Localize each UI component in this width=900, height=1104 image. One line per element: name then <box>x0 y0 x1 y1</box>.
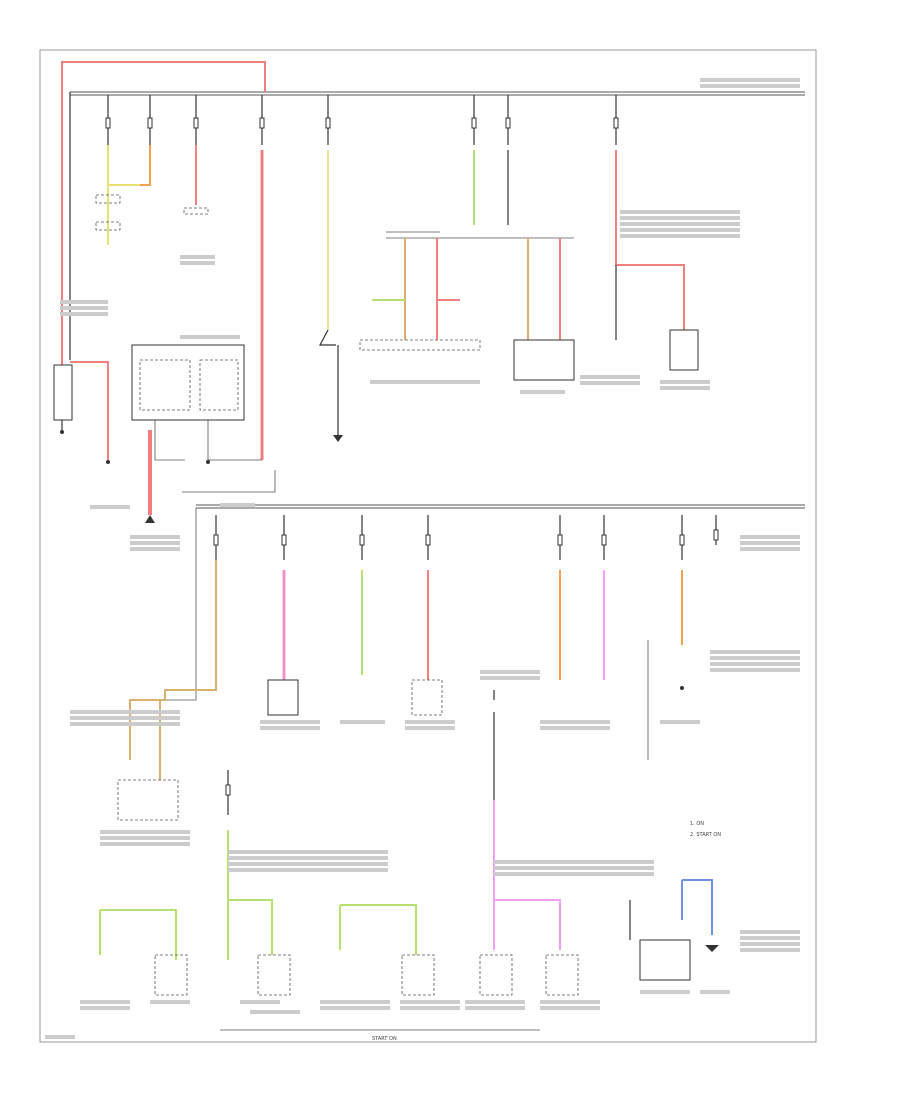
ground-2 <box>145 515 155 523</box>
module-l <box>545 954 579 996</box>
wire-blue-1 <box>682 879 713 935</box>
bottom-label: START ON <box>372 1036 397 1042</box>
fuse-7 <box>505 95 511 145</box>
ground-1 <box>60 430 64 434</box>
wire-tan-3 <box>129 560 217 760</box>
relay-2 <box>199 359 239 411</box>
lower-feed-jumper <box>182 470 276 493</box>
module-b <box>513 339 575 381</box>
switch-contact <box>319 329 336 346</box>
module-g <box>639 939 691 981</box>
module-c <box>669 329 699 371</box>
module-h <box>154 954 188 996</box>
module-e <box>267 679 299 716</box>
legend-item-1: 1. ON <box>690 821 704 827</box>
wire-yellow-1 <box>107 145 140 186</box>
legend-item-2: 2. START ON <box>690 832 721 838</box>
relay-out-1 <box>154 420 185 461</box>
wire-green-4 <box>100 909 177 960</box>
fuse-2 <box>147 95 153 145</box>
relay-box <box>131 344 245 421</box>
left-module <box>53 364 73 421</box>
relay-1 <box>139 359 191 411</box>
diagram-border <box>39 49 817 1043</box>
fuse-8 <box>613 95 619 145</box>
battery-feed-wire <box>61 61 266 375</box>
module-connector-a <box>359 339 481 351</box>
fuse-5 <box>325 95 331 145</box>
fuse-4 <box>259 95 265 145</box>
module-f <box>411 679 443 716</box>
fuse-6 <box>471 95 477 145</box>
module-j <box>401 954 435 996</box>
wire-orange-1 <box>140 145 151 186</box>
relay-out-2 <box>207 420 262 461</box>
connector-c1 <box>95 194 121 204</box>
module-i <box>257 954 291 996</box>
connector-c2 <box>95 221 121 231</box>
lower-fuse-row <box>213 515 719 560</box>
fuse-1 <box>105 95 111 145</box>
splice-1 <box>206 460 210 464</box>
wire-red-4 <box>70 361 109 460</box>
module-k <box>479 954 513 996</box>
fuse-3 <box>193 95 199 145</box>
wire-red-8 <box>615 150 685 330</box>
connector-c3 <box>183 207 209 215</box>
module-d <box>117 779 179 821</box>
faded-labels <box>45 78 800 1039</box>
top-fuse-row <box>105 95 619 145</box>
legend: 1. ON 2. START ON <box>690 821 721 838</box>
